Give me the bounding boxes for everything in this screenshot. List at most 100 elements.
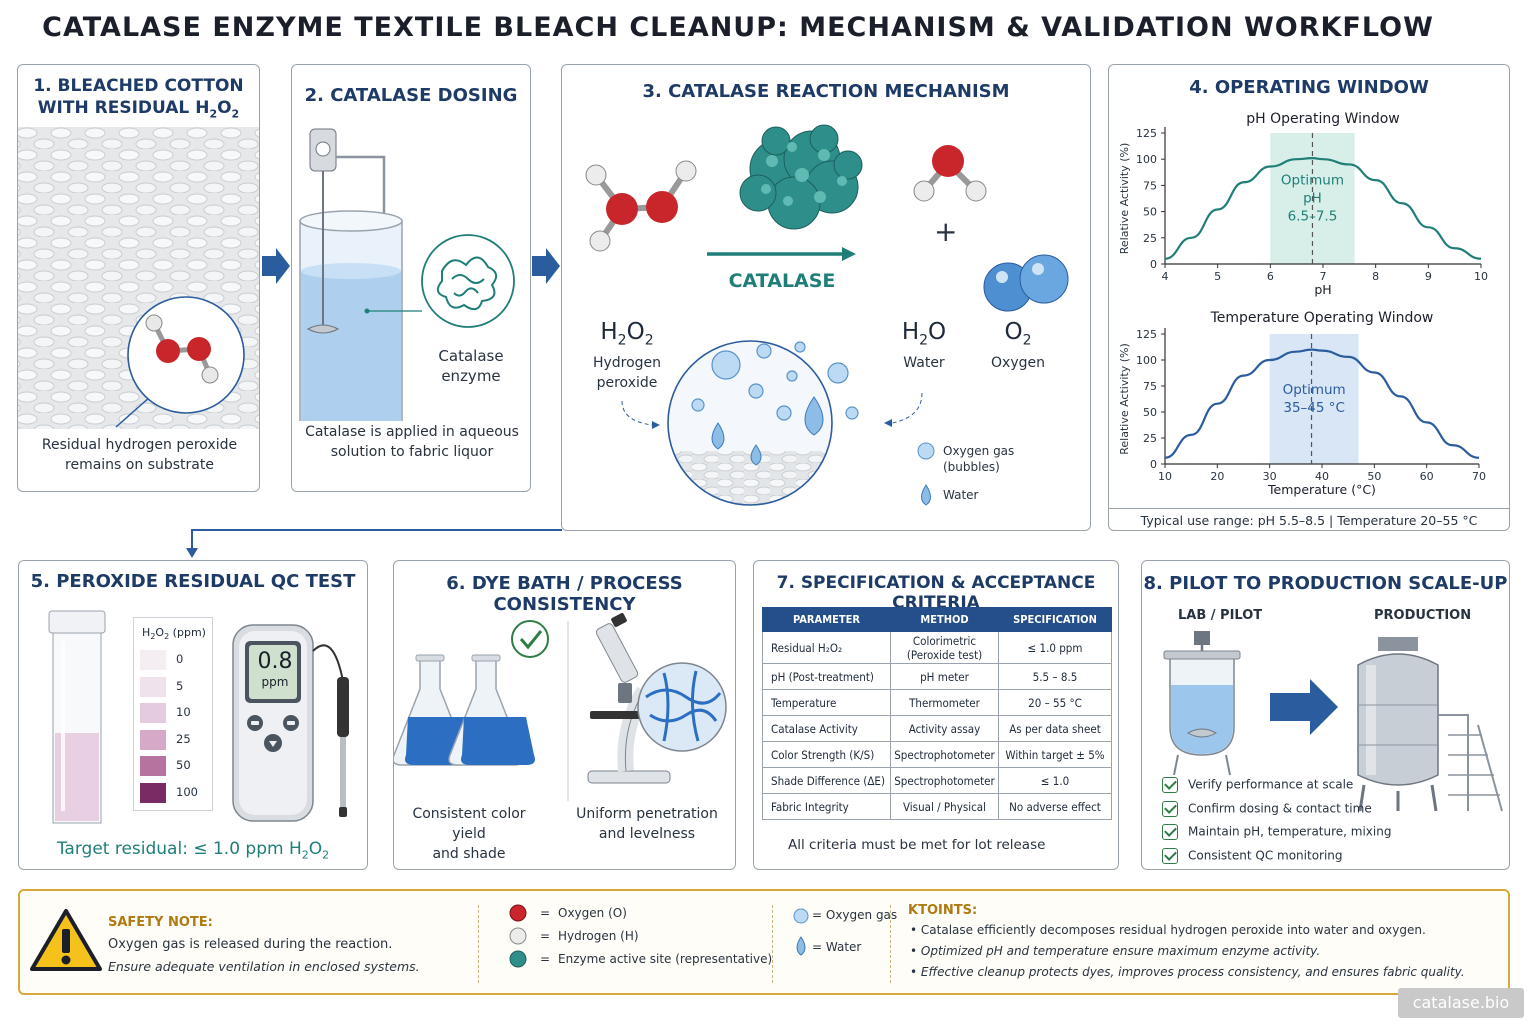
table-cell-specification: ≤ 1.0	[998, 767, 1112, 794]
legend-hydrogen-atom: Hydrogen (H)	[558, 929, 639, 943]
color-scale-row: 50	[140, 756, 210, 776]
activity-curve	[1164, 348, 1480, 459]
cuvette-icon	[48, 610, 106, 824]
y-tick-label: 50	[1143, 206, 1157, 219]
legend-oxygen-atom: Oxygen (O)	[558, 906, 627, 920]
h2o-molecule-icon	[913, 145, 987, 202]
x-axis-label: Temperature (°C)	[1267, 482, 1376, 497]
legend-water: = Water	[812, 940, 862, 954]
table-cell-parameter: Shade Difference (ΔE)	[762, 767, 891, 794]
x-tick-label: 6	[1267, 270, 1274, 283]
safety-title: SAFETY NOTE:	[108, 915, 213, 930]
y-tick-label: 0	[1150, 458, 1157, 471]
checklist-item: Maintain pH, temperature, mixing	[1162, 824, 1391, 840]
h2o2-molecule-icon	[145, 314, 219, 384]
table-cell-method: Spectrophotometer	[890, 767, 999, 794]
dye-bath-illustration	[394, 613, 727, 801]
o2-name: Oxygen	[991, 355, 1045, 371]
color-scale-value: 50	[176, 758, 191, 772]
color-swatch	[140, 782, 166, 803]
panel-5-title: 5. PEROXIDE RESIDUAL QC TEST	[30, 571, 356, 592]
chart-title: pH Operating Window	[1246, 111, 1400, 127]
color-scale-row: 10	[140, 703, 210, 723]
optimum-label: 35–45 °C	[1283, 400, 1345, 416]
bubble-drop-legend-icons	[793, 908, 809, 956]
x-tick-label: 8	[1372, 270, 1379, 283]
watermark: catalase.bio	[1398, 988, 1524, 1018]
x-tick-label: 9	[1425, 270, 1432, 283]
table-cell-parameter: Fabric Integrity	[762, 793, 891, 820]
meter-reading: 0.8	[257, 649, 293, 674]
color-swatch	[140, 703, 166, 723]
cotton-fabric-illustration	[18, 127, 259, 429]
y-tick-label: 100	[1136, 354, 1157, 367]
bottom-info-bar: SAFETY NOTE: Oxygen gas is released duri…	[18, 889, 1510, 995]
table-cell-parameter: Residual H₂O₂	[762, 631, 891, 664]
y-tick-label: 0	[1150, 258, 1157, 271]
h2o2-formula: H2O2	[600, 319, 654, 349]
panel-8-title: 8. PILOT TO PRODUCTION SCALE-UP	[1143, 573, 1508, 594]
color-scale-value: 25	[176, 731, 191, 746]
x-tick-label: 10	[1474, 270, 1488, 283]
table-cell-parameter: Catalase Activity	[762, 715, 891, 742]
y-tick-label: 25	[1143, 232, 1157, 245]
key-point-item: • Catalase efficiently decomposes residu…	[910, 923, 1426, 937]
check-box-icon	[1162, 777, 1178, 793]
arrow-right-icon	[262, 248, 290, 284]
table-row: Shade Difference (ΔE)Spectrophotometer≤ …	[762, 767, 1112, 794]
y-tick-label: 125	[1136, 328, 1157, 341]
table-cell-specification: As per data sheet	[998, 715, 1112, 742]
table-cell-specification: 5.5 – 8.5	[998, 663, 1112, 690]
color-scale-value: 0	[176, 652, 184, 666]
h2o2-molecule-icon	[585, 160, 697, 252]
panel-3-title: 3. CATALASE REACTION MECHANISM	[642, 81, 1010, 102]
page-title: CATALASE ENZYME TEXTILE BLEACH CLEANUP: …	[42, 12, 1434, 43]
legend-eq: =	[540, 906, 551, 920]
panel-1-title: 1. BLEACHED COTTON WITH RESIDUAL H2O2	[33, 76, 244, 121]
x-tick-label: 50	[1367, 470, 1381, 483]
activity-curve	[1164, 157, 1482, 260]
catalase-label: CATALASE	[728, 270, 836, 292]
checklist-text: Consistent QC monitoring	[1188, 848, 1343, 862]
chart-title: Temperature Operating Window	[1210, 310, 1434, 326]
table-cell-specification: No adverse effect	[998, 793, 1112, 820]
bullet-icon: •	[910, 944, 921, 958]
column-header: PARAMETER	[762, 607, 891, 632]
checklist-item: Confirm dosing & contact time	[1162, 800, 1372, 817]
column-header: METHOD	[890, 607, 999, 632]
color-scale-value: 10	[176, 705, 191, 719]
h2o-name: Water	[903, 355, 945, 371]
table-cell-method: pH meter	[890, 663, 999, 690]
panel-bleached-cotton: 1. BLEACHED COTTON WITH RESIDUAL H2O2	[17, 64, 260, 492]
key-points-title: KTOINTS:	[908, 903, 978, 918]
atom-legend-icons	[509, 904, 527, 968]
x-tick-label: 40	[1315, 470, 1329, 483]
panel-6-title: 6. DYE BATH / PROCESS CONSISTENCY	[446, 573, 683, 615]
color-scale-row: 25	[140, 729, 210, 750]
optimum-band	[1269, 334, 1359, 464]
legend-water: Water	[943, 488, 979, 502]
table-cell-parameter: pH (Post-treatment)	[762, 663, 891, 690]
legend-eq: =	[540, 952, 551, 966]
column-header: SPECIFICATION	[998, 607, 1112, 632]
warning-triangle-icon	[30, 909, 102, 971]
x-tick-label: 70	[1472, 470, 1486, 483]
color-swatch	[140, 756, 166, 776]
target-residual-label: Target residual: ≤ 1.0 ppm H2O2	[56, 839, 330, 862]
table-cell-method: Spectrophotometer	[890, 741, 999, 768]
y-tick-label: 75	[1143, 380, 1157, 393]
production-label: PRODUCTION	[1374, 608, 1472, 623]
checklist-item: Consistent QC monitoring	[1162, 847, 1343, 864]
spec-footer: All criteria must be met for lot release	[788, 837, 1046, 853]
meter-unit: ppm	[261, 675, 289, 689]
table-cell-method: Colorimetric(Peroxide test)	[890, 631, 999, 664]
color-scale-row: 5	[140, 676, 210, 697]
method-text: Spectrophotometer	[894, 773, 995, 788]
legend-eq: =	[540, 929, 551, 943]
